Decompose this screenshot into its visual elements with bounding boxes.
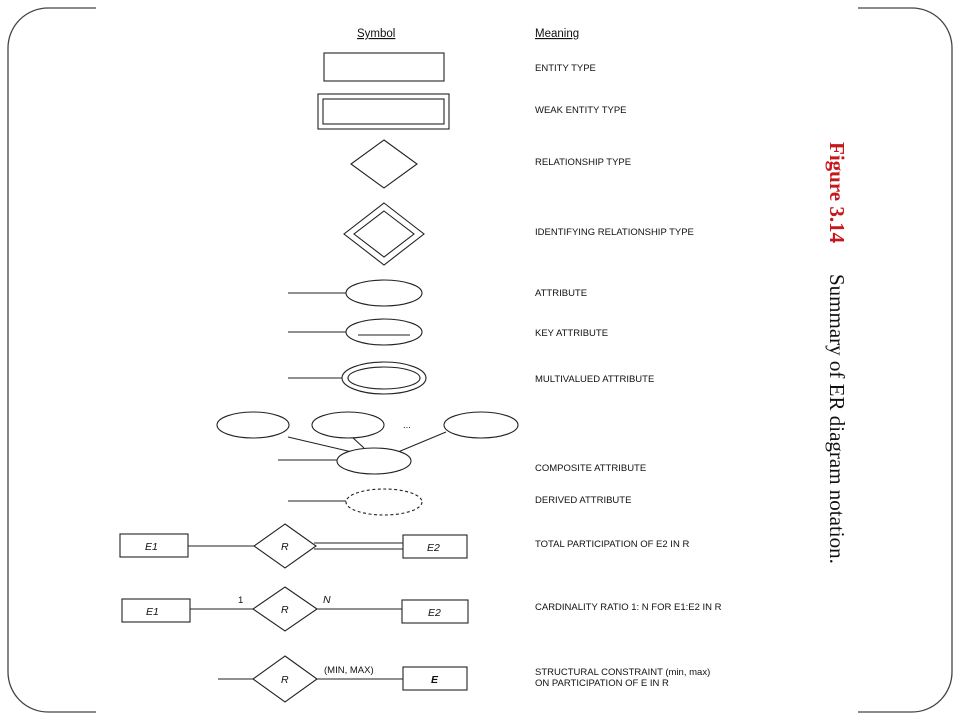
cardinality-ratio-symbol: E1 R 1 N E2 bbox=[121, 586, 469, 632]
composite-ellipsis: ... bbox=[403, 420, 411, 431]
relationship-r-label: R bbox=[281, 541, 289, 553]
entity-e2-box bbox=[401, 599, 469, 624]
meaning-relationship-type: RELATIONSHIP TYPE bbox=[535, 157, 631, 168]
weak-entity-type-symbol bbox=[317, 93, 450, 130]
entity-e-label: E bbox=[431, 674, 439, 686]
cardinality-one-label: 1 bbox=[238, 595, 243, 606]
meaning-structural-constraint-line1: STRUCTURAL CONSTRAINT (min, max) bbox=[535, 667, 710, 678]
relationship-r-diamond bbox=[252, 586, 318, 632]
meaning-multivalued-attribute: MULTIVALUED ATTRIBUTE bbox=[535, 374, 654, 385]
min-max-label: (MIN, MAX) bbox=[324, 665, 374, 676]
derived-attribute-symbol bbox=[288, 488, 423, 516]
meaning-attribute: ATTRIBUTE bbox=[535, 288, 587, 299]
meaning-cardinality-ratio: CARDINALITY RATIO 1: N FOR E1:E2 IN R bbox=[535, 602, 722, 613]
key-attribute-symbol bbox=[288, 318, 423, 346]
relationship-r-label: R bbox=[281, 674, 289, 686]
entity-type-symbol bbox=[323, 52, 445, 82]
entity-e1-box bbox=[121, 598, 191, 623]
figure-caption-text: Summary of ER diagram notation. bbox=[825, 274, 849, 564]
identifying-relationship-type-symbol bbox=[343, 202, 425, 266]
symbol-column-header: Symbol bbox=[357, 28, 395, 40]
meaning-key-attribute: KEY ATTRIBUTE bbox=[535, 328, 608, 339]
frame-gap-bottom bbox=[96, 708, 858, 716]
figure-number: Figure 3.14 bbox=[825, 142, 849, 244]
relationship-r-diamond bbox=[253, 523, 317, 569]
meaning-structural-constraint-line2: ON PARTICIPATION OF E IN R bbox=[535, 678, 669, 689]
cardinality-n-label: N bbox=[323, 594, 331, 606]
meaning-weak-entity-type: WEAK ENTITY TYPE bbox=[535, 105, 627, 116]
meaning-identifying-relationship-type: IDENTIFYING RELATIONSHIP TYPE bbox=[535, 227, 694, 238]
meaning-composite-attribute: COMPOSITE ATTRIBUTE bbox=[535, 463, 646, 474]
entity-e2-label: E2 bbox=[427, 542, 440, 554]
meaning-total-participation: TOTAL PARTICIPATION OF E2 IN R bbox=[535, 539, 689, 550]
relationship-r-diamond bbox=[252, 655, 318, 703]
figure-caption: Figure 3.14 Summary of ER diagram notati… bbox=[825, 142, 849, 564]
entity-e1-label: E1 bbox=[146, 606, 159, 618]
multivalued-attribute-symbol bbox=[288, 361, 427, 395]
structural-constraint-symbol: R (MIN, MAX) E bbox=[218, 655, 468, 703]
total-participation-symbol: E1 R E2 bbox=[119, 523, 468, 569]
frame-gap-top bbox=[96, 4, 858, 12]
entity-e1-box bbox=[119, 533, 189, 558]
composite-attribute-symbol: ... bbox=[216, 411, 519, 475]
entity-e1-label: E1 bbox=[145, 541, 158, 553]
meaning-column-header: Meaning bbox=[535, 28, 579, 40]
entity-e2-box bbox=[402, 534, 468, 559]
relationship-type-symbol bbox=[350, 139, 418, 189]
attribute-symbol bbox=[288, 279, 423, 307]
meaning-derived-attribute: DERIVED ATTRIBUTE bbox=[535, 495, 631, 506]
entity-e-box bbox=[402, 666, 468, 691]
meaning-entity-type: ENTITY TYPE bbox=[535, 63, 596, 74]
entity-e2-label: E2 bbox=[428, 607, 441, 619]
relationship-r-label: R bbox=[281, 604, 289, 616]
